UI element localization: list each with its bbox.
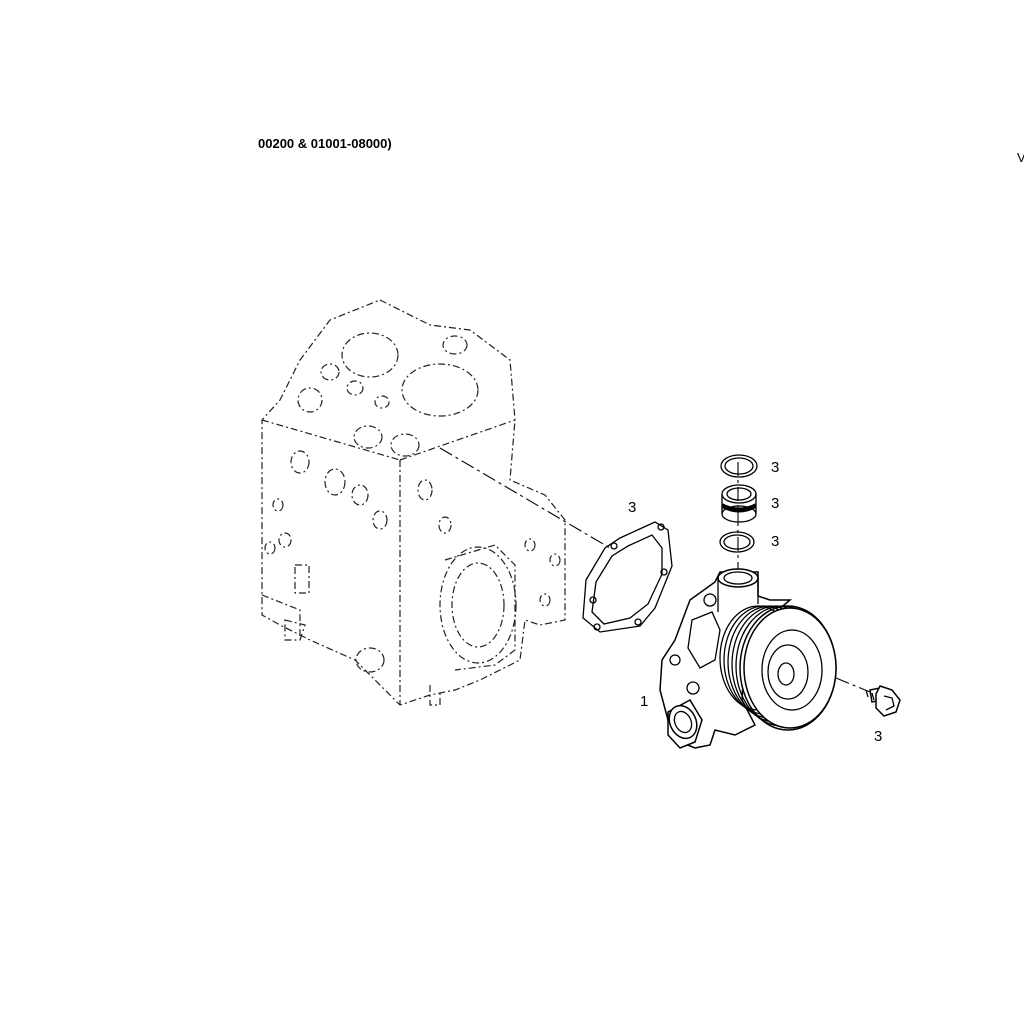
- callout-oring-bottom: 3: [771, 533, 779, 550]
- callout-oring-top: 3: [771, 459, 779, 476]
- seal-ring: [721, 484, 757, 523]
- callout-water-pump: 1: [640, 693, 648, 710]
- oring-top: [720, 454, 758, 478]
- gasket: [582, 521, 673, 633]
- callout-gasket: 3: [628, 499, 636, 516]
- alignment-centerline: [439, 447, 611, 549]
- bolt: [865, 685, 901, 717]
- pulley: [719, 605, 837, 731]
- oring-bottom: [719, 531, 755, 553]
- callout-bolt: 3: [874, 728, 882, 745]
- bolt-centerline: [835, 677, 871, 693]
- diagram-title: 00200 & 01001-08000): [258, 136, 392, 151]
- edge-text: V: [1017, 150, 1024, 165]
- callout-seal: 3: [771, 495, 779, 512]
- engine-block: [261, 299, 566, 706]
- water-pump: [659, 568, 793, 749]
